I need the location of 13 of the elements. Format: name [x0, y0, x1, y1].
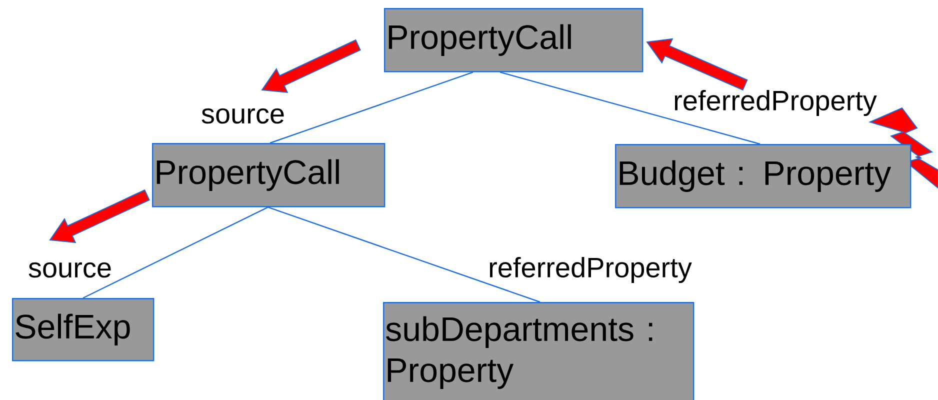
connector-line	[82, 206, 268, 299]
edge-label: referredProperty	[490, 256, 692, 284]
connector-line	[268, 206, 540, 303]
class-box: SelfExp	[12, 298, 154, 362]
connector-line	[500, 72, 760, 145]
class-box: PropertyCall	[152, 143, 386, 208]
class-box: Budget : Property	[615, 144, 912, 208]
class-box: PropertyCall	[384, 8, 644, 72]
edge-label: source	[202, 108, 284, 124]
edge-label: source	[28, 262, 111, 278]
class-box: subDepartments : Property	[383, 302, 694, 400]
edge-label: referredProperty	[674, 90, 877, 116]
connector-line	[270, 72, 474, 144]
